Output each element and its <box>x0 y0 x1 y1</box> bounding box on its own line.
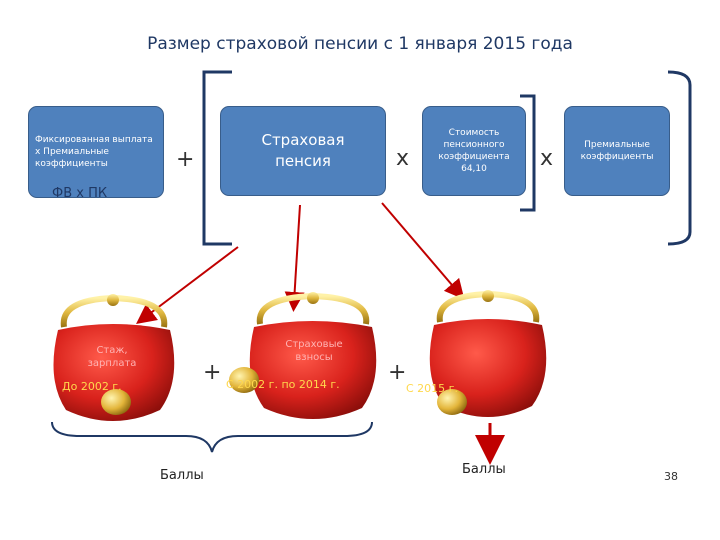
box-coefficient-cost: Стоимость пенсионного коэффициента 64,10 <box>422 106 526 196</box>
times-operator-1: х <box>396 146 410 171</box>
box-fixed-payment-text: Фиксированная выплата х Премиальные коэф… <box>35 134 153 170</box>
times-operator-2: х <box>540 146 554 171</box>
box-insurance-pension-text: Страховая пенсия <box>261 131 345 170</box>
box-premium-coefficients: Премиальные коэффициенты <box>564 106 670 196</box>
page-title: Размер страховой пенсии с 1 января 2015 … <box>147 34 573 54</box>
arrow-to-purse-1 <box>136 246 239 325</box>
plus-operator-3: + <box>388 360 407 385</box>
box-insurance-pension: Страховая пенсия <box>220 106 386 196</box>
plus-operator-2: + <box>203 360 222 385</box>
bracket-cost <box>520 94 536 212</box>
points-label-right: Баллы <box>462 462 506 477</box>
box-coefficient-cost-text: Стоимость пенсионного коэффициента 64,10 <box>438 127 510 175</box>
curly-brace <box>51 421 373 453</box>
purse-2-text: Страховые взносы <box>285 339 343 363</box>
bracket-right-large <box>667 70 692 246</box>
box-premium-coefficients-text: Премиальные коэффициенты <box>580 139 654 162</box>
coin-3 <box>437 389 467 415</box>
arrow-to-purse-2 <box>284 204 305 312</box>
purse-1-period: До 2002 г. <box>62 380 122 393</box>
purse-3-period: С 2015 г. <box>406 382 458 395</box>
purse-1-text: Стаж, зарплата <box>87 345 137 369</box>
purse-2 <box>249 292 377 419</box>
plus-operator-1: + <box>176 147 195 172</box>
points-label-left: Баллы <box>160 468 204 483</box>
coin-2 <box>229 367 259 393</box>
page-number: 38 <box>664 470 678 483</box>
coin-1 <box>101 389 131 415</box>
box-fixed-payment: Фиксированная выплата х Премиальные коэф… <box>28 106 164 198</box>
fv-label: ФВ х ПК <box>52 186 108 201</box>
purse-1 <box>53 294 175 421</box>
arrow-to-purse-3 <box>381 202 465 300</box>
bracket-left-large <box>202 70 232 246</box>
purse-2-period: С 2002 г. по 2014 г. <box>226 378 340 391</box>
